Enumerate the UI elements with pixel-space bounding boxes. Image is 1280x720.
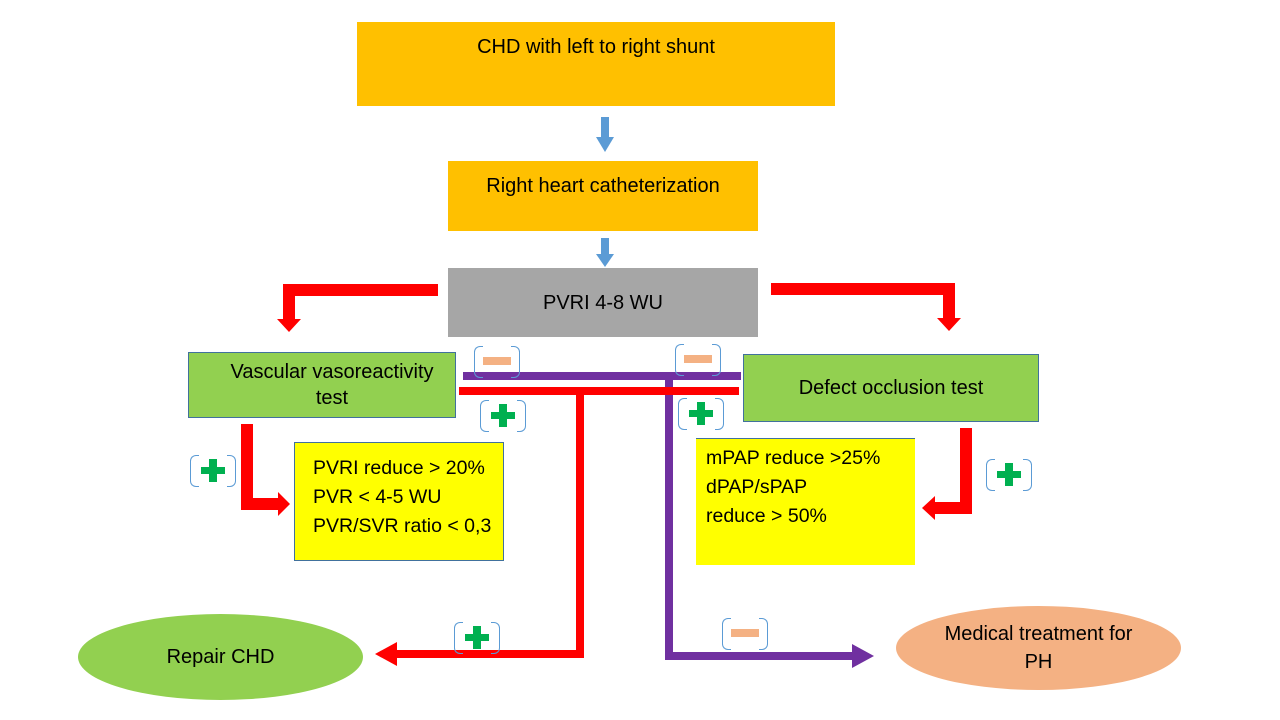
node-pvri-label: PVRI 4-8 WU bbox=[542, 291, 664, 314]
arrow-start-to-rhc bbox=[596, 117, 614, 152]
arrow-occlusion-to-criteria bbox=[922, 428, 972, 520]
node-medical-treatment: Medical treatment for PH bbox=[896, 606, 1181, 690]
node-right-heart-catheterization: Right heart catheterization bbox=[448, 161, 758, 231]
node-vasoreactivity-test: Vascular vasoreactivity test bbox=[188, 352, 456, 418]
node-vasoreactivity-label: Vascular vasoreactivity test bbox=[230, 361, 434, 409]
negative-badge bbox=[474, 346, 520, 378]
node-occlusion-criteria: mPAP reduce >25% dPAP/sPAP reduce > 50% bbox=[696, 438, 915, 565]
arrow-pvri-to-vasoreactivity bbox=[277, 284, 438, 332]
node-repair-chd: Repair CHD bbox=[78, 614, 363, 700]
criteria-line: reduce > 50% bbox=[706, 505, 827, 527]
node-repair-label: Repair CHD bbox=[166, 646, 275, 668]
node-medical-label: Medical treatment for PH bbox=[944, 623, 1133, 673]
positive-badge bbox=[190, 455, 236, 487]
arrow-vasoreactivity-to-criteria bbox=[241, 424, 290, 516]
criteria-line: dPAP/sPAP bbox=[706, 476, 808, 498]
node-start: CHD with left to right shunt bbox=[357, 22, 835, 106]
node-defect-occlusion-test: Defect occlusion test bbox=[743, 354, 1039, 422]
node-occlusion-label: Defect occlusion test bbox=[798, 377, 984, 399]
node-pvri: PVRI 4-8 WU bbox=[448, 268, 758, 337]
node-vasoreactivity-criteria: PVRI reduce > 20% PVR < 4-5 WU PVR/SVR r… bbox=[294, 442, 504, 561]
negative-badge bbox=[722, 618, 768, 650]
positive-badge bbox=[480, 400, 526, 432]
criteria-line: PVR < 4-5 WU bbox=[313, 486, 442, 508]
positive-badge bbox=[986, 459, 1032, 491]
criteria-line: PVRI reduce > 20% bbox=[313, 457, 485, 479]
minus-icon bbox=[731, 629, 759, 637]
minus-icon bbox=[483, 357, 511, 365]
positive-badge bbox=[454, 622, 500, 654]
node-rhc-label: Right heart catheterization bbox=[486, 175, 720, 197]
node-start-label: CHD with left to right shunt bbox=[477, 36, 715, 58]
criteria-line: PVR/SVR ratio < 0,3 bbox=[313, 515, 492, 537]
arrow-rhc-to-pvri bbox=[596, 238, 614, 267]
criteria-line: mPAP reduce >25% bbox=[706, 447, 881, 469]
negative-badge bbox=[675, 344, 721, 376]
minus-icon bbox=[684, 355, 712, 363]
arrow-negative-to-medical bbox=[463, 372, 874, 668]
arrow-pvri-to-occlusion bbox=[771, 283, 961, 331]
arrow-positive-to-repair bbox=[375, 387, 739, 666]
positive-badge bbox=[678, 398, 724, 430]
